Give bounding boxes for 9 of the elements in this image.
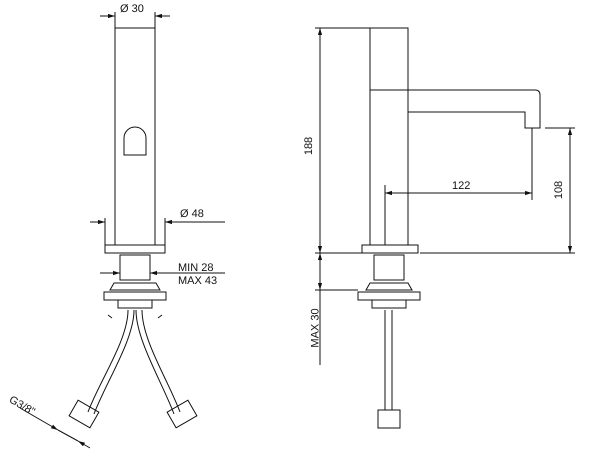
dimension-label: MIN 28 <box>178 262 214 274</box>
dimension-label: Ø 48 <box>180 208 204 220</box>
dimension-label: MAX 30 <box>310 308 322 348</box>
dimension-label: G3/8" <box>6 394 37 418</box>
dimension-label: Ø 30 <box>120 3 144 15</box>
dimension-label: 108 <box>553 180 566 200</box>
dimension-label: MAX 43 <box>178 275 218 287</box>
dimension-label: 122 <box>452 180 470 192</box>
dimension-label: 188 <box>303 136 316 156</box>
